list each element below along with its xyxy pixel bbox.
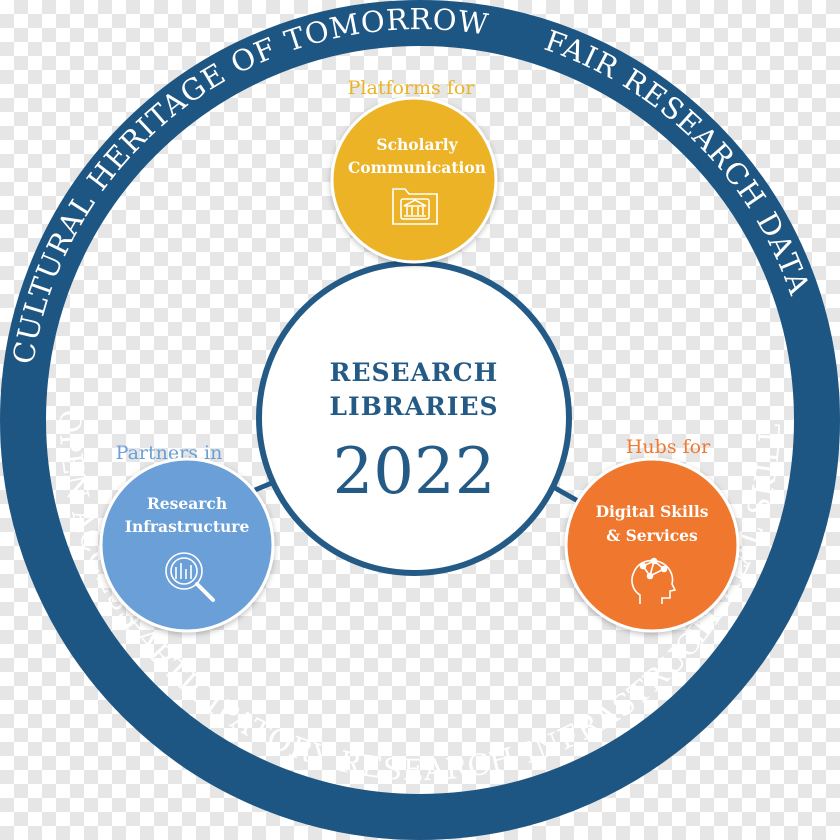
node-left-label-line2: Infrastructure	[125, 517, 250, 536]
center-title-line1: RESEARCH	[330, 358, 499, 387]
node-top-label-line1: Scholarly	[376, 135, 458, 154]
node-top-circle	[330, 96, 498, 264]
magnifier-chart-icon	[165, 552, 215, 602]
head-network-icon	[631, 557, 677, 604]
node-right-circle	[564, 457, 740, 633]
node-right-label-line1: Digital Skills	[596, 502, 709, 521]
center-year: 2022	[333, 435, 496, 509]
node-right-caption: Hubs for	[626, 436, 711, 458]
center-title-line2: LIBRARIES	[329, 392, 498, 421]
node-left-circle	[99, 457, 275, 633]
node-top-caption: Platforms for	[348, 77, 476, 99]
node-top-label-line2: Communication	[348, 158, 486, 177]
node-right-label-line2: & Services	[606, 526, 698, 545]
ring-label-fair-research-data: FAIR RESEARCH DATA	[540, 23, 816, 299]
node-left-label-line1: Research	[147, 494, 227, 513]
folder-library-icon	[392, 188, 438, 225]
